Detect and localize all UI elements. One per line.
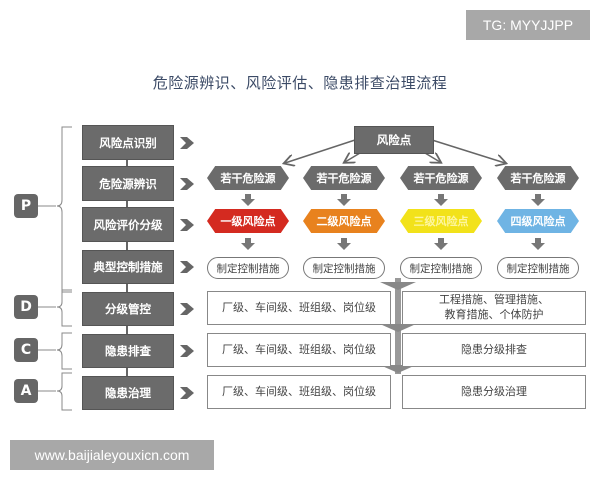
graded-remediation-box: 隐患分级治理	[402, 375, 586, 409]
phase-a-badge: A	[14, 379, 38, 403]
step-graded-control: 分级管控	[82, 292, 174, 326]
step-hazard-identification: 危险源辨识	[82, 166, 174, 201]
risk-level-4-node: 四级风险点	[497, 209, 579, 233]
hazard-source-node-1: 若干危险源	[207, 166, 289, 190]
control-measures-line-1: 工程措施、管理措施、	[439, 293, 549, 307]
chevron-right-icon	[180, 387, 194, 399]
hazard-source-node-3: 若干危险源	[400, 166, 482, 190]
control-measures-types-box: 工程措施、管理措施、 教育措施、个体防护	[402, 291, 586, 325]
chevron-right-icon	[180, 178, 194, 190]
risk-level-1-node: 一级风险点	[207, 209, 289, 233]
step-hazard-inspection: 隐患排查	[82, 334, 174, 368]
control-measure-pill-1: 制定控制措施	[207, 257, 289, 279]
hazard-source-node-2: 若干危险源	[303, 166, 385, 190]
risk-level-3-node: 三级风险点	[400, 209, 482, 233]
watermark-top: TG: MYYJJPP	[466, 10, 590, 40]
arrow-down-icon	[434, 238, 448, 250]
control-measure-pill-2: 制定控制措施	[303, 257, 385, 279]
inspection-levels-box: 厂级、车间级、班组级、岗位级	[207, 333, 391, 367]
hazard-source-node-4: 若干危险源	[497, 166, 579, 190]
step-hazard-remediation: 隐患治理	[82, 376, 174, 410]
chevron-right-icon	[180, 219, 194, 231]
watermark-bottom: www.baijialeyouxicn.com	[10, 440, 214, 470]
diagram-title: 危险源辨识、风险评估、隐患排查治理流程	[152, 74, 448, 92]
risk-level-2-node: 二级风险点	[303, 209, 385, 233]
graded-inspection-box: 隐患分级排查	[402, 333, 586, 367]
step-typical-control-measures: 典型控制措施	[82, 250, 174, 284]
arrow-down-icon	[434, 194, 448, 206]
step-risk-point-identification: 风险点识别	[82, 125, 174, 160]
root-risk-point-node: 风险点	[354, 126, 434, 154]
step-risk-grading: 风险评价分级	[82, 207, 174, 242]
arrow-down-icon	[337, 194, 351, 206]
control-measure-pill-3: 制定控制措施	[400, 257, 482, 279]
control-measures-line-2: 教育措施、个体防护	[444, 308, 544, 321]
arrow-down-icon	[531, 238, 545, 250]
graded-control-levels-box: 厂级、车间级、班组级、岗位级	[207, 291, 391, 325]
phase-c-badge: C	[14, 338, 38, 362]
phase-p-badge: P	[14, 194, 38, 218]
chevron-right-icon	[180, 261, 194, 273]
arrow-down-icon	[531, 194, 545, 206]
chevron-right-icon	[180, 137, 194, 149]
arrow-down-icon	[337, 238, 351, 250]
remediation-levels-box: 厂级、车间级、班组级、岗位级	[207, 375, 391, 409]
arrow-down-icon	[241, 238, 255, 250]
chevron-right-icon	[180, 345, 194, 357]
control-measure-pill-4: 制定控制措施	[497, 257, 579, 279]
arrow-down-icon	[241, 194, 255, 206]
phase-d-badge: D	[14, 295, 38, 319]
chevron-right-icon	[180, 303, 194, 315]
